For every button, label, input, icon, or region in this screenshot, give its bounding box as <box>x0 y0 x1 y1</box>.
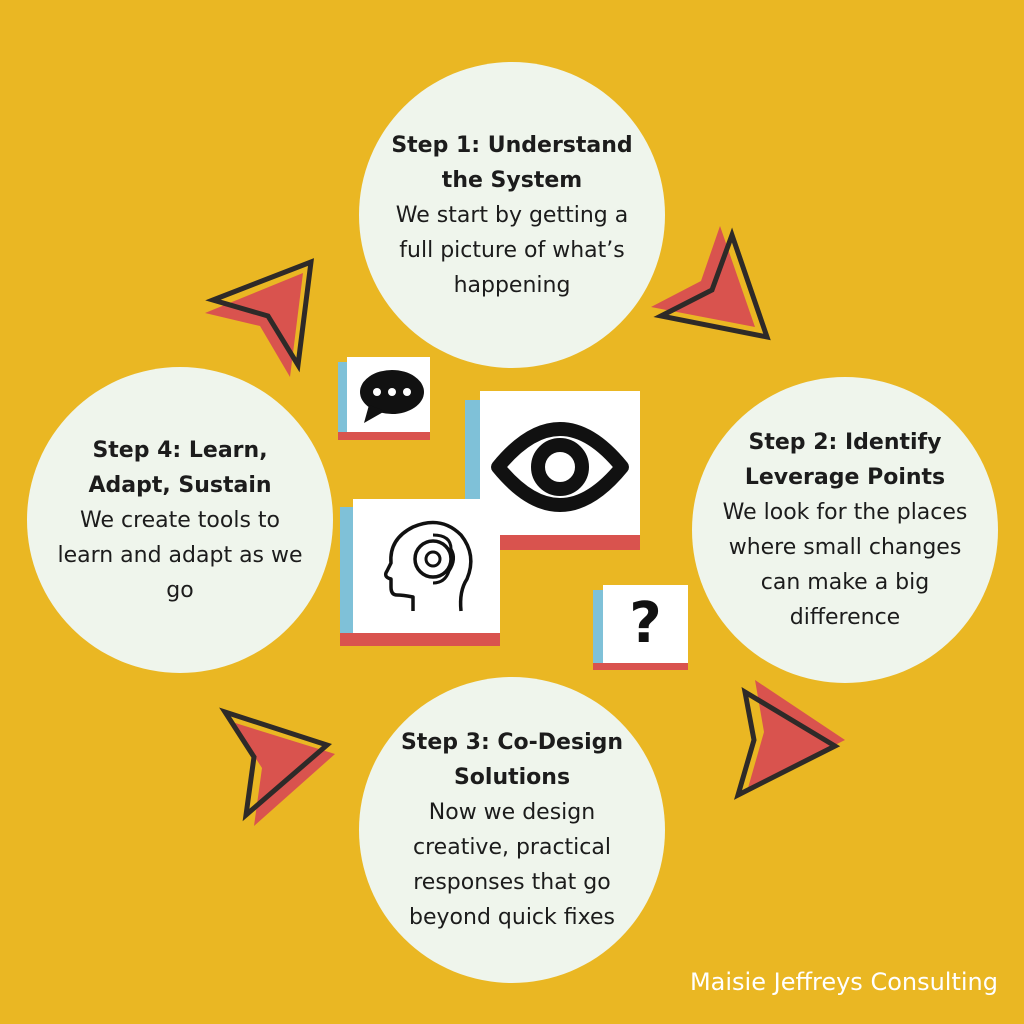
step-4-title: Step 4: Learn, Adapt, Sustain <box>88 437 272 498</box>
arrow-icon-bottom-right <box>733 680 845 800</box>
question-card: ? <box>593 585 688 670</box>
step-2-body: We look for the places where small chang… <box>722 500 968 630</box>
speech-bubble-icon <box>360 370 424 423</box>
arrow-icon-top-right <box>651 226 771 341</box>
speech-bubble-card <box>338 357 430 440</box>
step-4-body: We create tools to learn and adapt as we… <box>57 507 303 603</box>
step-2-title: Step 2: Identify Leverage Points <box>744 430 946 490</box>
step-2-circle: Step 2: Identify Leverage Points We look… <box>692 377 998 683</box>
eye-card <box>465 391 640 550</box>
step-3-circle: Step 3: Co-Design Solutions Now we desig… <box>359 677 665 983</box>
step-1-title: Step 1: Understand the System <box>391 132 633 193</box>
step-4-circle: Step 4: Learn, Adapt, Sustain We create … <box>27 367 333 673</box>
brain-gear-icon <box>383 520 473 612</box>
step-1-body: We start by getting a full picture of wh… <box>395 202 629 298</box>
eye-icon <box>491 422 629 512</box>
step-3-body: Now we design creative, practical respon… <box>409 800 615 930</box>
step-3-title: Step 3: Co-Design Solutions <box>400 730 624 790</box>
step-1-circle: Step 1: Understand the System We start b… <box>359 62 665 368</box>
question-mark-icon: ? <box>629 591 662 656</box>
footer-brand: Maisie Jeffreys Consulting <box>689 968 998 996</box>
brain-card <box>340 499 500 646</box>
arrow-icon-bottom-left <box>219 707 335 826</box>
arrow-icon-top-left <box>205 258 315 377</box>
